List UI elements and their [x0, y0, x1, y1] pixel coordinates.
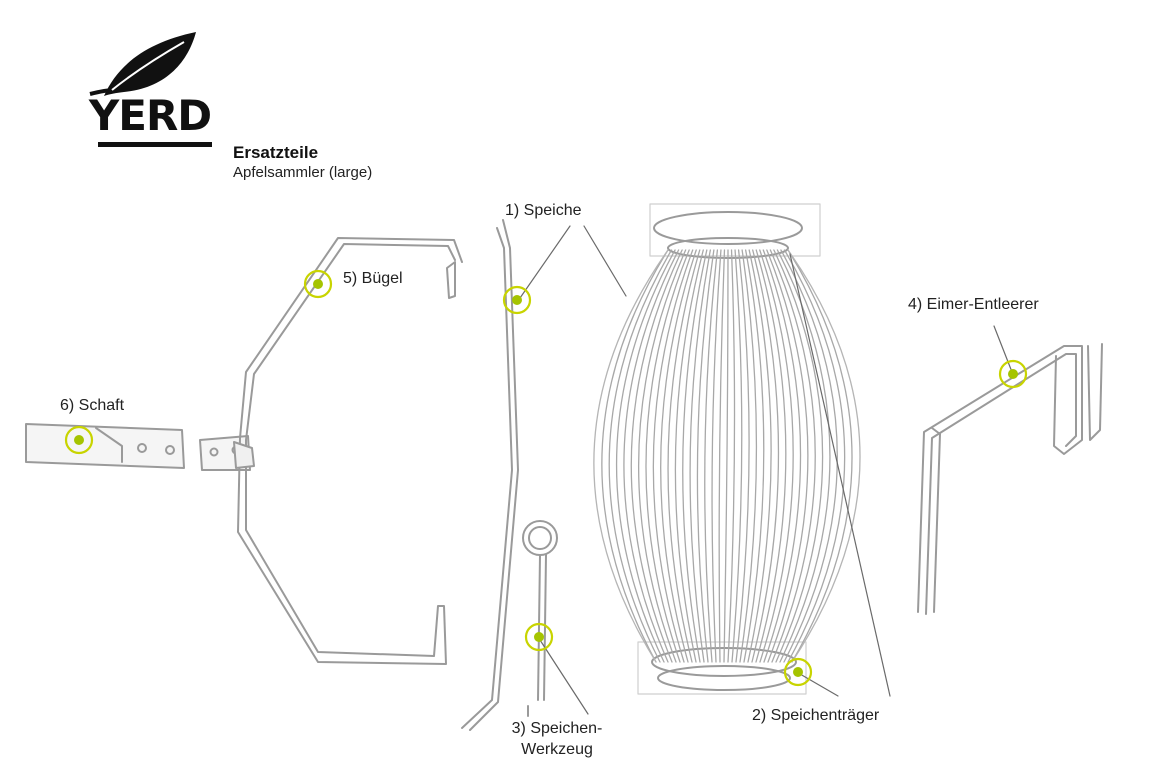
brand-name: YERD — [88, 91, 212, 140]
spoke-line — [637, 249, 687, 663]
spoke-line — [739, 249, 758, 663]
label-speichenwerkzeug-line2: Werkzeug — [521, 741, 593, 758]
leader-lines — [519, 225, 1013, 715]
spoke-line — [667, 249, 701, 663]
spoke-line — [696, 249, 715, 663]
spoke-line — [743, 249, 765, 663]
spoke-line — [623, 249, 680, 663]
leaf-icon — [89, 32, 196, 96]
spoke-line — [689, 249, 712, 663]
label-speichenwerkzeug: 3) Speichen- Werkzeug — [512, 718, 603, 760]
basket-outline — [593, 249, 861, 663]
spoke-line — [731, 249, 743, 663]
spoke-line — [766, 249, 809, 663]
spoke-line — [704, 249, 719, 663]
label-speichentraeger: 2) Speichenträger — [752, 707, 880, 724]
spoke-line — [759, 249, 794, 663]
spoke-line — [755, 249, 787, 663]
page-title: Ersatzteile — [233, 143, 319, 162]
spoke-line — [615, 249, 676, 663]
logo-underline — [98, 142, 212, 147]
marker-icon — [64, 425, 94, 455]
eimer-entleerer-part — [917, 343, 1103, 615]
spoke-line — [727, 249, 736, 663]
basket-body — [593, 249, 861, 663]
marker-icon — [303, 269, 333, 299]
marker-icon — [783, 657, 813, 687]
marker-icon — [524, 622, 554, 652]
page-subtitle: Apfelsammler (large) — [233, 164, 373, 181]
spoke-line — [735, 249, 750, 663]
brand-logo: YERD — [84, 30, 216, 152]
speiche-part — [461, 219, 519, 731]
schaft-part — [25, 423, 251, 471]
speichenwerkzeug-part — [522, 520, 558, 717]
spoke-line — [660, 249, 697, 663]
spoke-line — [762, 249, 802, 663]
spoke-line — [723, 249, 729, 663]
spoke-line — [682, 249, 708, 663]
marker-icon — [502, 285, 532, 315]
spoke-line — [787, 249, 853, 663]
buegel-part — [233, 237, 463, 665]
spoke-line — [769, 249, 816, 663]
spoke-line — [652, 249, 694, 663]
spoke-line — [645, 249, 690, 663]
label-schaft: 6) Schaft — [60, 397, 125, 414]
label-buegel: 5) Bügel — [343, 270, 403, 287]
spoke-line — [780, 249, 838, 663]
spoke-line — [783, 249, 846, 663]
spoke-line — [747, 249, 772, 663]
spoke-line — [601, 249, 669, 663]
marker-icon — [998, 359, 1028, 389]
spoke-line — [630, 249, 683, 663]
label-speichenwerkzeug-line1: 3) Speichen- — [511, 720, 603, 737]
label-eimer-entleerer: 4) Eimer-Entleerer — [908, 296, 1039, 313]
spoke-line — [608, 249, 673, 663]
label-speiche: 1) Speiche — [505, 202, 582, 219]
spoke-line — [718, 249, 726, 663]
spoke-line — [773, 249, 824, 663]
spoke-line — [751, 249, 780, 663]
markers — [64, 269, 1028, 687]
spoke-line — [674, 249, 704, 663]
spoke-line — [711, 249, 722, 663]
